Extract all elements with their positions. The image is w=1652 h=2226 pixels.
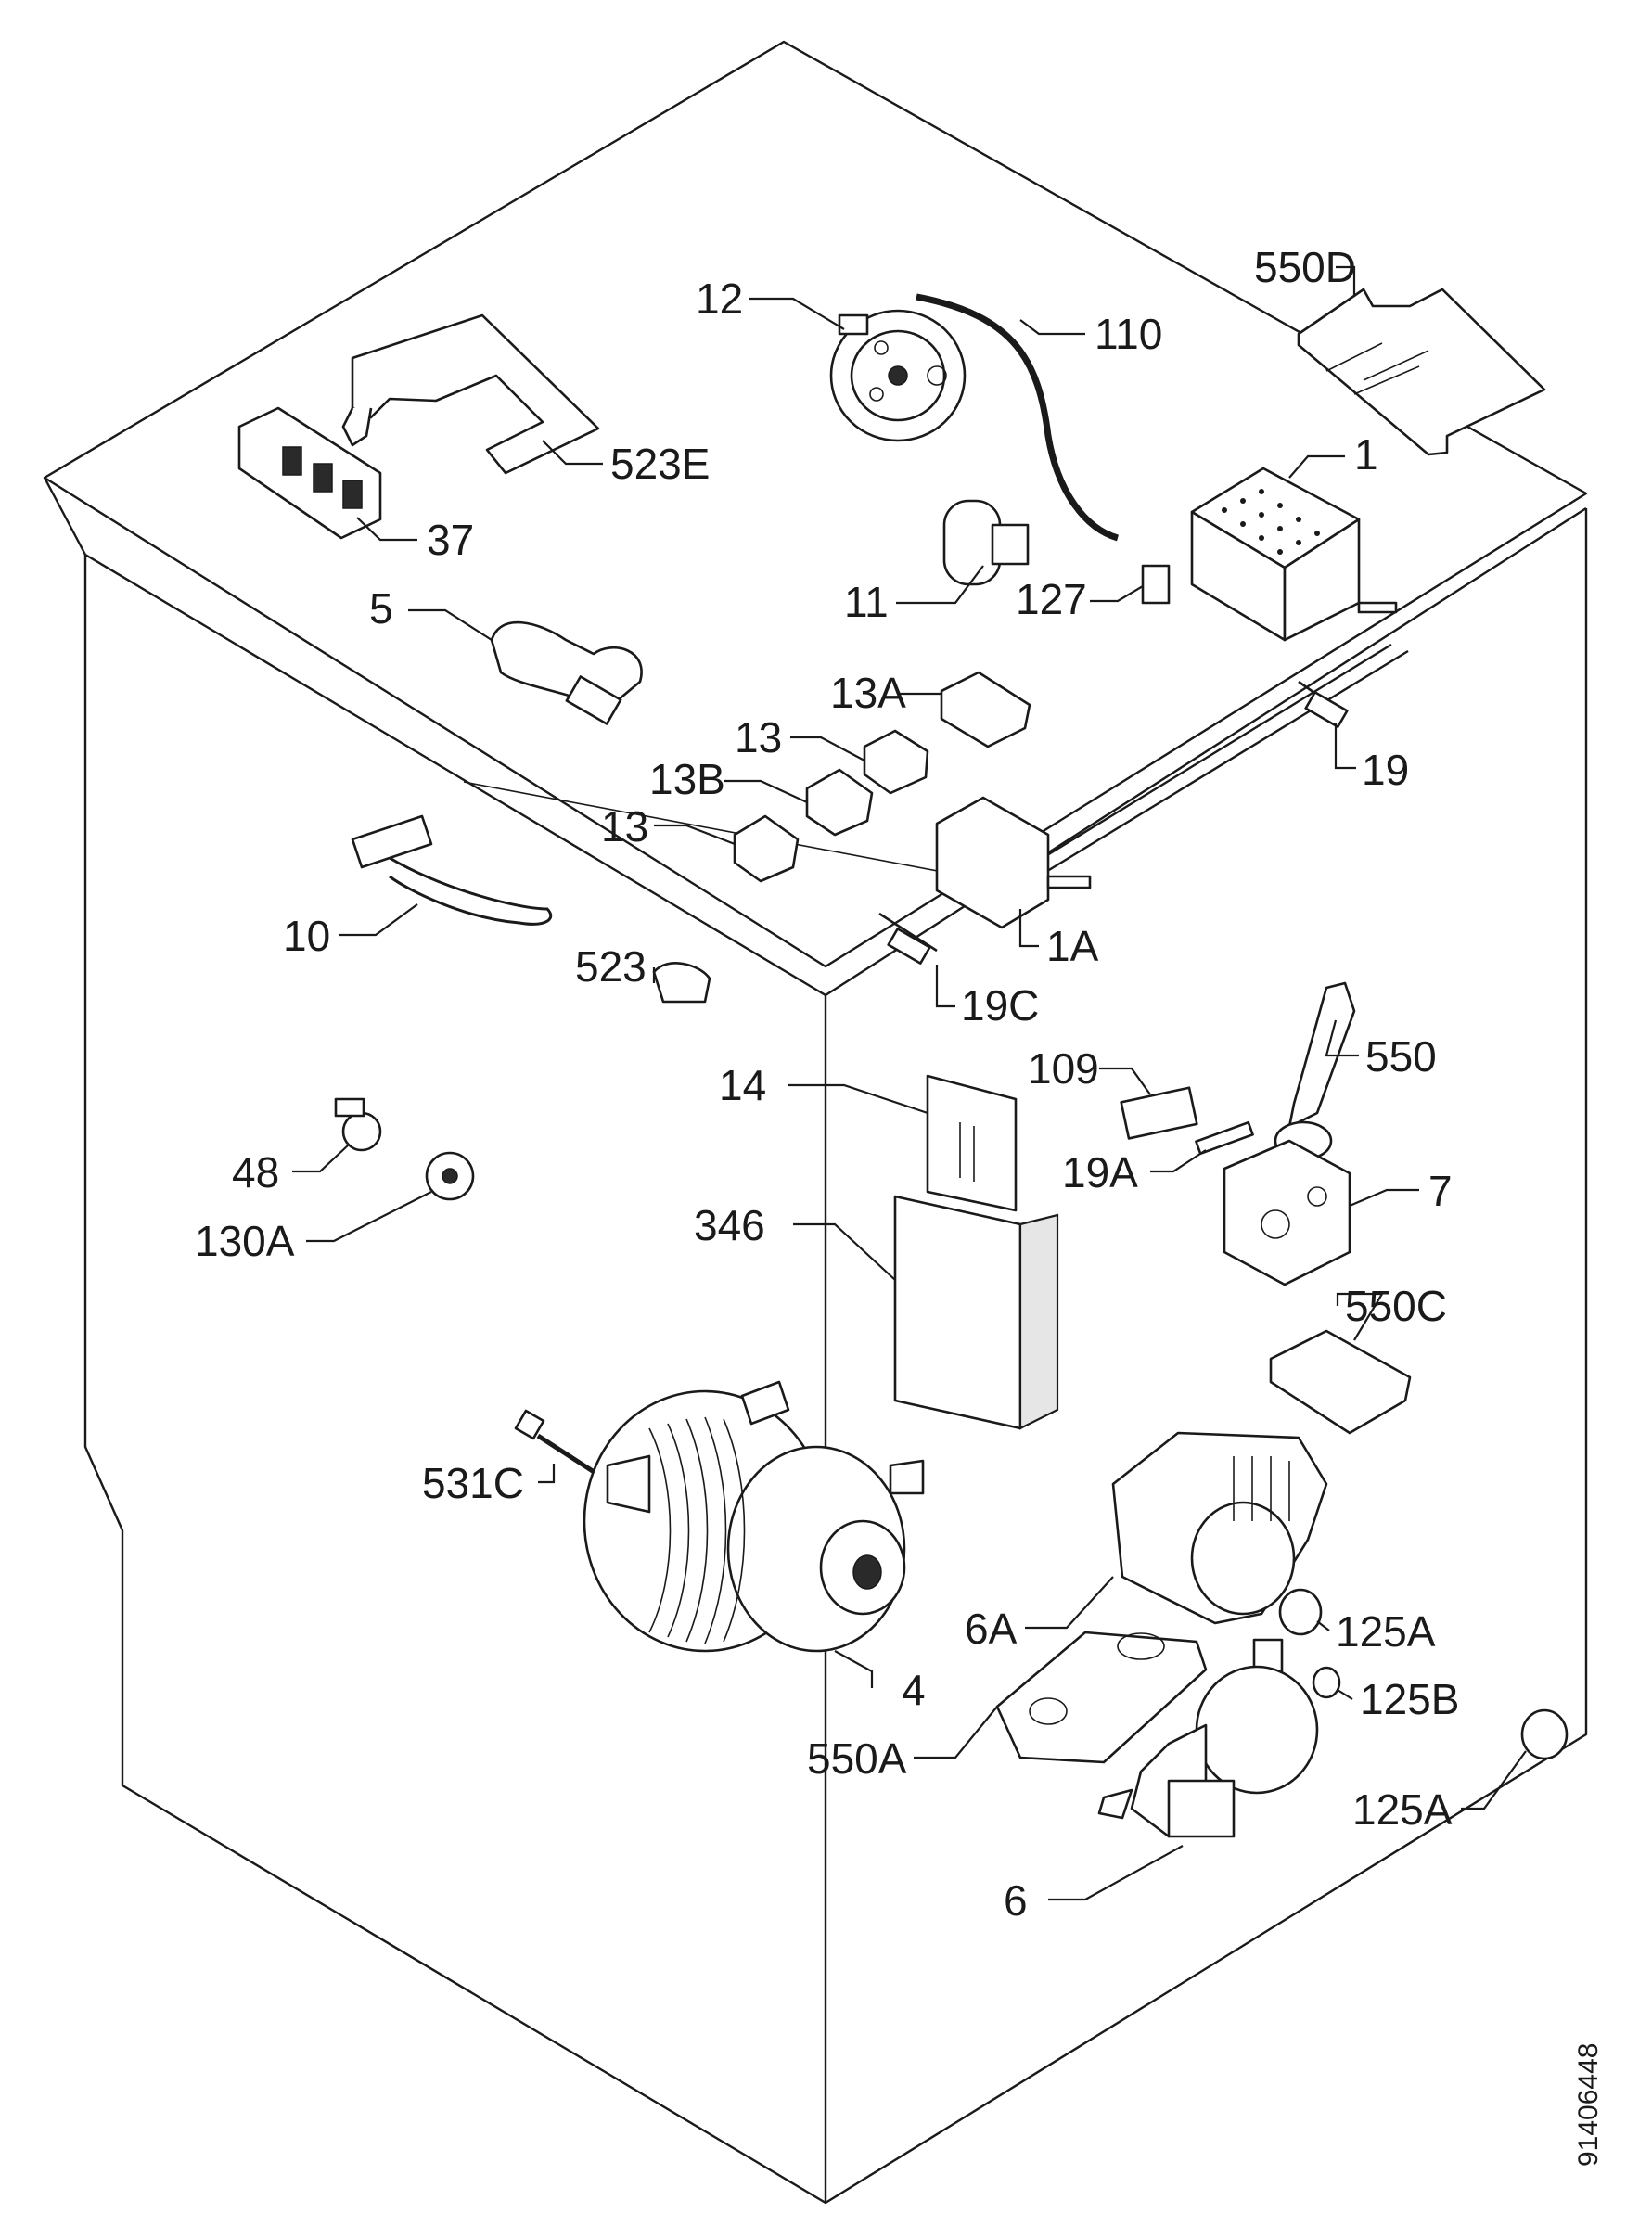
- label-550d: 550D: [1254, 243, 1356, 291]
- heating-element-10: [351, 814, 553, 926]
- label-1a: 1A: [1046, 922, 1099, 970]
- detergent-drawer-14: [926, 1074, 1018, 1212]
- cap-109: [1120, 1086, 1198, 1140]
- sensor-19a: [1195, 1120, 1254, 1156]
- label-6a: 6A: [965, 1605, 1018, 1653]
- bracket-523e: [341, 313, 600, 475]
- bracket-550: [1274, 981, 1356, 1161]
- selector-switch-1a: [935, 796, 1092, 929]
- label-12: 12: [696, 275, 743, 323]
- indicator-lamp-48: [334, 1097, 382, 1152]
- label-13b: 13B: [649, 755, 725, 803]
- foam-block-550a: [995, 1631, 1208, 1764]
- sensor-19c: [878, 912, 938, 965]
- drawing-number: 91406448: [1573, 2043, 1604, 2167]
- hose-110: [916, 293, 1120, 542]
- detergent-box-346: [893, 1195, 1059, 1430]
- switch-13a: [940, 671, 1031, 748]
- label-48: 48: [232, 1148, 279, 1196]
- label-10: 10: [283, 912, 330, 960]
- label-7: 7: [1428, 1167, 1453, 1215]
- label-11: 11: [844, 578, 889, 626]
- bolt-531c: [514, 1409, 600, 1478]
- label-127: 127: [1016, 575, 1087, 623]
- label-109: 109: [1028, 1044, 1099, 1093]
- label-5: 5: [369, 584, 393, 633]
- label-19c: 19C: [961, 981, 1039, 1030]
- motor-4: [583, 1380, 925, 1653]
- insulation-pad-550c: [1269, 1329, 1412, 1435]
- programmer-timer-1: [1190, 467, 1398, 642]
- label-550: 550: [1365, 1032, 1437, 1081]
- label-125a-upper: 125A: [1336, 1607, 1436, 1656]
- leader-lines: [292, 265, 1527, 1901]
- label-125b: 125B: [1360, 1675, 1459, 1723]
- label-523: 523: [575, 942, 647, 991]
- label-550c: 550C: [1345, 1282, 1447, 1330]
- pressure-switch-12: [829, 309, 967, 442]
- part-labels: 550D 12 110 523E 37 1 11 127 5 13A 19 13…: [195, 243, 1459, 1925]
- pump-body-6a: [1111, 1431, 1328, 1625]
- pin-127: [1141, 564, 1171, 605]
- label-130a: 130A: [195, 1217, 295, 1265]
- knob-130a: [425, 1151, 475, 1201]
- door-lock-7: [1223, 1139, 1351, 1286]
- sensor-19: [1298, 680, 1349, 728]
- switch-13b: [805, 768, 874, 837]
- label-110: 110: [1095, 310, 1162, 358]
- inlet-valve-5: [490, 620, 643, 725]
- label-125a-lower: 125A: [1352, 1785, 1453, 1834]
- label-1: 1: [1354, 430, 1378, 479]
- cabinet-outline: [43, 40, 1588, 2205]
- insulation-cover-550d: [1297, 288, 1546, 456]
- drain-pump-6: [1097, 1638, 1319, 1838]
- switch-13-lower: [733, 814, 800, 883]
- label-6: 6: [1004, 1876, 1028, 1925]
- label-550a: 550A: [807, 1734, 907, 1783]
- label-19: 19: [1362, 746, 1409, 794]
- label-531c: 531C: [422, 1459, 524, 1507]
- gasket-125a-upper: [1278, 1588, 1323, 1636]
- label-13-lower: 13: [601, 802, 648, 851]
- switch-13-upper: [863, 729, 929, 795]
- label-14: 14: [719, 1061, 766, 1109]
- clip-523: [652, 962, 711, 1004]
- gasket-125b: [1312, 1666, 1341, 1699]
- label-19a: 19A: [1062, 1148, 1138, 1196]
- capacitor-11: [942, 499, 1030, 586]
- label-37: 37: [427, 516, 474, 564]
- terminal-block-37: [237, 406, 382, 540]
- label-523e: 523E: [610, 440, 710, 488]
- label-4: 4: [902, 1666, 926, 1714]
- label-346: 346: [694, 1201, 765, 1249]
- gasket-125a-lower: [1520, 1708, 1569, 1760]
- label-13-upper: 13: [735, 713, 782, 761]
- label-13a: 13A: [830, 669, 906, 717]
